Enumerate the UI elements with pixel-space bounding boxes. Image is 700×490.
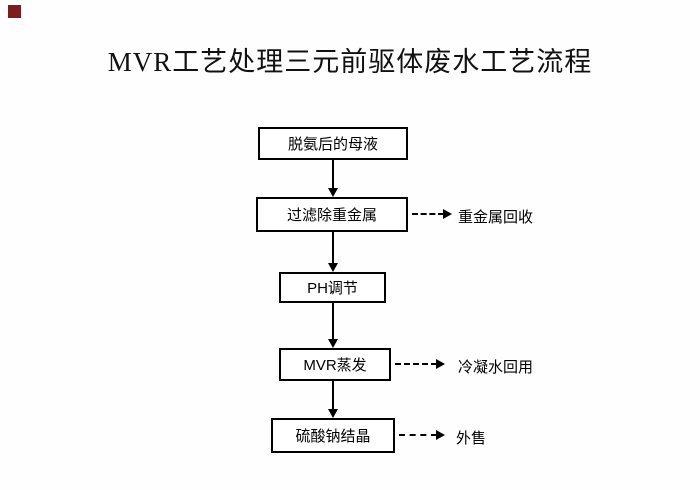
arrow-head — [436, 430, 445, 440]
flow-step-label: 过滤除重金属 — [286, 207, 377, 224]
arrow-down-icon — [328, 160, 338, 197]
flow-step-ph-adjustment: PH调节 — [279, 272, 386, 303]
dashed-arrow-right-icon — [399, 430, 445, 440]
arrow-down-icon — [328, 381, 338, 418]
page-title: MVR工艺处理三元前驱体废水工艺流程 — [107, 47, 593, 77]
flow-step-label: PH调节 — [307, 280, 358, 297]
dashed-arrow-right-icon — [395, 359, 445, 369]
branch-label-heavy-metal-recovery: 重金属回收 — [458, 209, 534, 226]
arrow-down-icon — [328, 232, 338, 272]
flow-step-mvr-evaporation: MVR蒸发 — [279, 348, 391, 381]
red-corner-mark-icon — [8, 5, 21, 18]
arrow-shaft — [412, 213, 444, 215]
arrow-head — [443, 209, 452, 219]
arrow-head — [328, 409, 338, 418]
arrow-shaft — [332, 303, 334, 340]
arrow-shaft — [399, 434, 437, 436]
arrow-down-icon — [328, 303, 338, 348]
dashed-arrow-right-icon — [412, 209, 452, 219]
flow-step-sodium-sulfate-crystallization: 硫酸钠结晶 — [271, 418, 395, 453]
branch-label-condensate-reuse: 冷凝水回用 — [458, 359, 534, 376]
arrow-shaft — [332, 232, 334, 264]
arrow-head — [328, 263, 338, 272]
flow-step-filter-heavy-metal: 过滤除重金属 — [256, 197, 408, 232]
arrow-head — [328, 188, 338, 197]
flow-step-label: 脱氨后的母液 — [287, 136, 378, 153]
arrow-head — [328, 339, 338, 348]
arrow-shaft — [332, 381, 334, 410]
arrow-shaft — [395, 363, 437, 365]
flow-step-label: 硫酸钠结晶 — [295, 428, 371, 445]
flow-step-deamination-mother-liquor: 脱氨后的母液 — [258, 127, 408, 160]
flow-step-label: MVR蒸发 — [303, 357, 367, 374]
arrow-shaft — [332, 160, 334, 189]
arrow-head — [436, 359, 445, 369]
branch-label-external-sale: 外售 — [456, 430, 487, 447]
